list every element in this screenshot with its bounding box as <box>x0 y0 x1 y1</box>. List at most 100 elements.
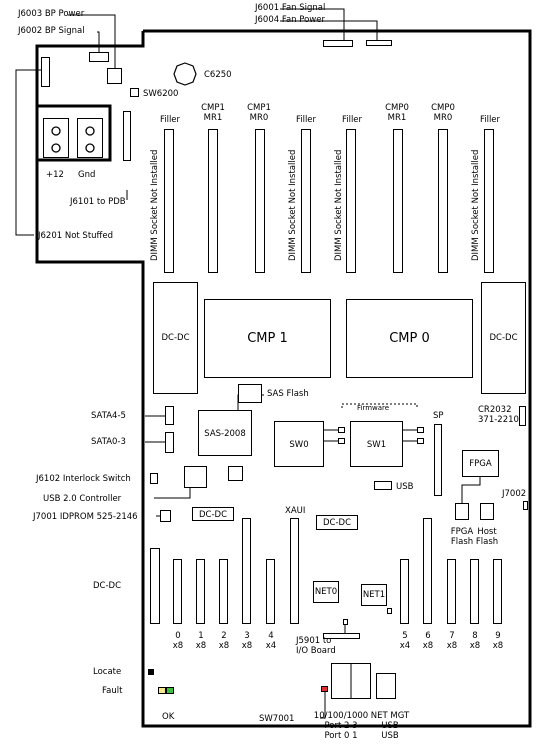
sp-connector <box>434 424 442 496</box>
sw1-firmware-chip-2 <box>417 438 424 444</box>
dimm-slot-filler-3 <box>346 129 356 273</box>
pcie-slot-2 <box>219 559 228 624</box>
net0-part <box>343 619 348 625</box>
sas-flash-chip <box>238 384 262 403</box>
sw1-chip: SW1 <box>350 421 403 467</box>
slot-7-label: 7 x8 <box>446 631 458 651</box>
sas-2008-label: SAS-2008 <box>204 429 246 439</box>
filler-1-label: Filler <box>159 115 181 125</box>
slot-3-label: 3 x8 <box>241 631 253 651</box>
cmp1-label: CMP 1 <box>247 331 288 346</box>
net0-chip: NET0 <box>313 581 339 603</box>
small-chip <box>228 466 243 481</box>
pcie-slot-9 <box>493 559 502 624</box>
net1-part <box>387 608 392 614</box>
ethernet-ports-label: 10/100/1000 Port 2 3 Port 0 1 <box>313 711 369 741</box>
j6201-label: J6201 Not Stuffed <box>38 231 114 241</box>
dimm-slot-cmp1-mr0 <box>255 129 265 273</box>
j6102-label: J6102 Interlock Switch <box>36 474 131 484</box>
sp-label: SP <box>433 411 444 421</box>
pcie-slot-6 <box>423 518 432 624</box>
cr2032-battery <box>519 406 526 426</box>
ok-label: OK <box>162 712 175 722</box>
pcie-slot-1 <box>196 559 205 624</box>
net1-chip: NET1 <box>361 584 387 606</box>
sw0-firmware-chip-1 <box>338 427 345 433</box>
ok-led <box>166 687 174 694</box>
j6003-label: J6003 BP Power <box>18 9 85 19</box>
j5901-label: J5901 to I/O Board <box>296 636 336 656</box>
slot-6-label: 6 x8 <box>422 631 434 651</box>
fpga-chip: FPGA <box>462 450 499 477</box>
dimm-slot-filler-1 <box>164 129 174 273</box>
j6002-label: J6002 BP Signal <box>18 26 85 36</box>
sw7001-switch <box>321 686 328 692</box>
slot-9-label: 9 x8 <box>492 631 504 651</box>
filler-4-label: Filler <box>479 115 501 125</box>
sata03-label: SATA0-3 <box>91 437 126 447</box>
dc-dc-vertical-label: DC-DC <box>93 581 122 591</box>
dc-dc-small-1-label: DC-DC <box>198 510 228 520</box>
usb-chip <box>374 481 392 490</box>
j7001-label: J7001 IDPROM 525-2146 <box>33 512 138 522</box>
dimm-slot-filler-2 <box>301 129 311 273</box>
xaui-label: XAUI <box>285 506 306 516</box>
pcie-slot-3 <box>242 518 251 624</box>
dc-dc-small-2-label: DC-DC <box>322 518 352 528</box>
fpga-flash-label: FPGA Flash <box>450 527 474 547</box>
sw1-label: SW1 <box>366 440 387 450</box>
j6101-connector <box>123 111 131 161</box>
usb20-label: USB 2.0 Controller <box>43 494 122 504</box>
locate-led <box>148 669 154 675</box>
pcie-slot-8 <box>470 559 479 624</box>
cr2032-label: CR2032 371-2210 <box>478 405 519 425</box>
sw1-firmware-chip-1 <box>417 427 424 433</box>
cmp0-label: CMP 0 <box>389 331 430 346</box>
dc-dc-left: DC-DC <box>153 282 198 394</box>
usb20-controller-chip <box>184 466 207 488</box>
firmware-label: Firmware <box>357 404 390 412</box>
j6102-connector <box>150 473 158 484</box>
dc-dc-right: DC-DC <box>481 282 526 394</box>
sas-2008-chip: SAS-2008 <box>198 410 252 456</box>
sas-flash-label: SAS Flash <box>267 389 309 399</box>
slot-8-label: 8 x8 <box>469 631 481 651</box>
fault-led <box>158 687 166 694</box>
dimm-slot-cmp1-mr1 <box>208 129 218 273</box>
xaui-slot <box>290 518 299 624</box>
j6004-connector <box>323 40 353 47</box>
slot-0-label: 0 x8 <box>172 631 184 651</box>
pcie-slot-7 <box>447 559 456 624</box>
j6001-connector <box>366 40 392 46</box>
sw6200-label: SW6200 <box>143 89 179 99</box>
pcie-slot-0 <box>173 559 182 624</box>
cmp0-chip: CMP 0 <box>346 299 473 378</box>
dc-dc-small-1: DC-DC <box>192 507 234 521</box>
c6250-label: C6250 <box>204 70 232 80</box>
dc-dc-left-label: DC-DC <box>161 333 190 343</box>
dimm-slot-cmp0-mr0 <box>438 129 448 273</box>
slot-2-label: 2 x8 <box>218 631 230 651</box>
sw0-chip: SW0 <box>274 421 324 467</box>
net0-label: NET0 <box>314 587 338 597</box>
sw0-label: SW0 <box>289 440 309 450</box>
pcie-slot-5 <box>400 559 409 624</box>
net-mgt-label: NET MGT USB USB <box>370 711 410 741</box>
j7001-idprom <box>160 510 171 522</box>
pcie-slot-4 <box>266 559 275 624</box>
filler-2-label: Filler <box>295 115 317 125</box>
cmp1-mr0-label: CMP1 MR0 <box>247 103 271 123</box>
j6002-connector <box>89 52 109 62</box>
j7002-connector <box>523 501 528 510</box>
dc-dc-right-label: DC-DC <box>489 333 518 343</box>
slot-4-label: 4 x4 <box>265 631 277 651</box>
gnd-label: Gnd <box>78 170 96 180</box>
net1-label: NET1 <box>362 590 386 600</box>
host-flash-chip <box>480 503 494 520</box>
j6004-label: J6004 Fan Power <box>255 15 325 25</box>
